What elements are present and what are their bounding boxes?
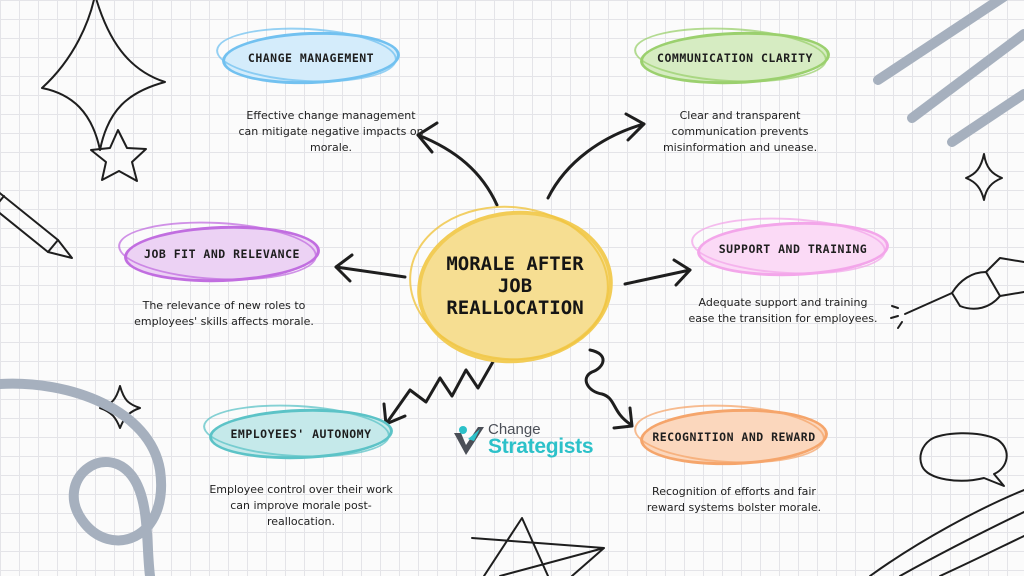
- star-doodle-icon: [90, 129, 147, 182]
- central-topic: MORALE AFTER JOB REALLOCATION: [417, 211, 613, 363]
- factor-description: Adequate support and training ease the t…: [688, 296, 878, 325]
- arrow-icon: [382, 358, 496, 426]
- factor-description: The relevance of new roles to employees'…: [134, 299, 314, 328]
- scribble-doodle: [869, 489, 1024, 576]
- arrow-icon: [416, 121, 499, 207]
- arrow-icon: [623, 258, 692, 287]
- brand-name-big: Strategists: [488, 435, 594, 458]
- sparkle-doodle-icon: [41, 0, 166, 151]
- factor-support-and-training-bubble: SUPPORT AND TRAINING: [697, 222, 889, 276]
- factor-description: Employee control over their work can imp…: [209, 483, 393, 528]
- brand-mark-icon: [454, 426, 484, 455]
- arrow-icon: [334, 253, 407, 283]
- factor-label: RECOGNITION AND REWARD: [652, 429, 816, 444]
- factor-label: JOB FIT AND RELEVANCE: [144, 246, 300, 261]
- factor-description: Recognition of efforts and fair reward s…: [646, 485, 822, 514]
- central-topic-title: MORALE AFTER JOB REALLOCATION: [446, 253, 584, 319]
- arrow-icon: [546, 112, 646, 200]
- factor-label: CHANGE MANAGEMENT: [247, 50, 375, 65]
- factor-label: COMMUNICATION CLARITY: [657, 50, 813, 65]
- factor-label: SUPPORT AND TRAINING: [718, 241, 868, 256]
- connector-arrows: [334, 112, 692, 430]
- factor-label: EMPLOYEES' AUTONOMY: [230, 426, 372, 441]
- factor-job-fit-and-relevance-bubble: JOB FIT AND RELEVANCE: [124, 226, 320, 282]
- factor-communication-clarity-bubble: COMMUNICATION CLARITY: [640, 32, 830, 84]
- factor-employees-autonomy-bubble: EMPLOYEES' AUTONOMY: [209, 409, 393, 459]
- sparkle-doodle-icon: [965, 153, 1003, 201]
- factor-recognition-and-reward-bubble: RECOGNITION AND REWARD: [640, 409, 828, 465]
- factor-description: Effective change management can mitigate…: [238, 109, 424, 154]
- speech-bubble-icon: [919, 432, 1008, 487]
- factor-change-management-bubble: CHANGE MANAGEMENT: [222, 32, 400, 84]
- brand-name-small: Change: [488, 421, 541, 438]
- star-doodle-icon: [471, 517, 605, 576]
- pencil-icon: [0, 191, 73, 259]
- pointing-hand-icon: [890, 257, 1024, 329]
- brand-logo: Change Strategists: [452, 421, 612, 461]
- factor-description: Clear and transparent communication prev…: [662, 109, 818, 154]
